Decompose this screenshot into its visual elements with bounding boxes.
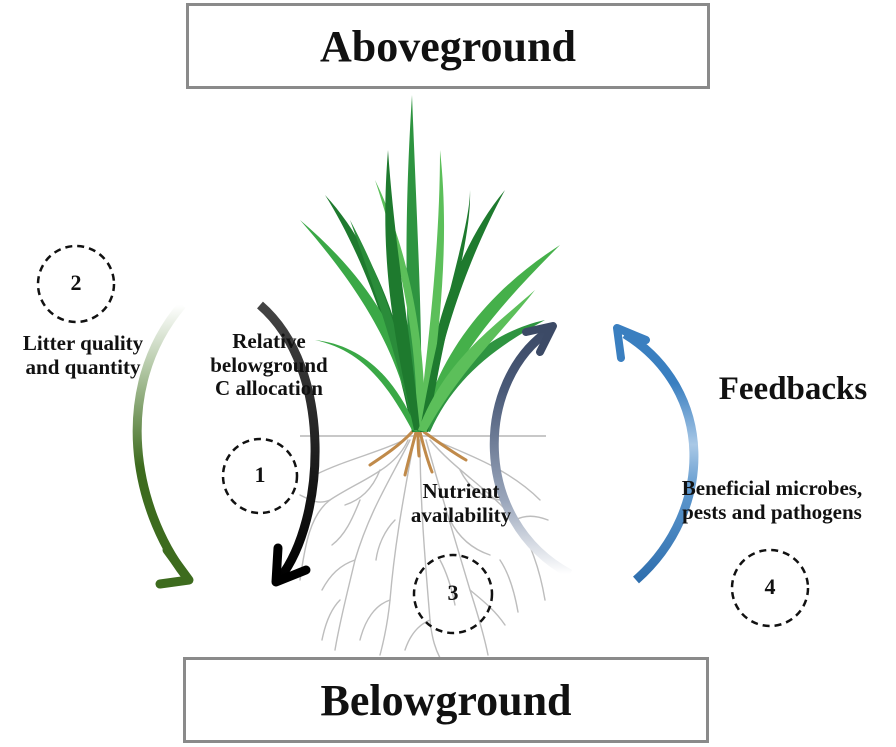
allocation-arrow — [257, 301, 320, 587]
microbes-label-line-2: pests and pathogens — [682, 499, 862, 524]
litter-label-line-2: and quantity — [25, 354, 141, 379]
nutrient-arrow — [489, 322, 573, 578]
nutrient-label-line-1: Nutrient — [422, 479, 500, 503]
aboveground-title: Aboveground — [320, 21, 576, 71]
belowground-title: Belowground — [320, 675, 572, 725]
belowground-box: Belowground — [183, 657, 709, 743]
marker-circle-3 — [412, 553, 494, 635]
litter-arrow — [132, 302, 194, 589]
aboveground-box: Aboveground — [186, 3, 710, 89]
allocation-label: Relative belowground C allocation — [184, 329, 354, 401]
plant-leaves — [300, 95, 560, 432]
marker-number-4: 4 — [764, 574, 776, 599]
litter-label-line-1: Litter quality — [22, 331, 144, 355]
feedback-arrow — [613, 324, 699, 584]
marker-circle-1 — [221, 437, 299, 515]
microbes-label: Beneficial microbes, pests and pathogens — [648, 476, 896, 524]
litter-label: Litter quality and quantity — [0, 331, 166, 379]
marker-circle-4 — [730, 548, 810, 628]
crown-roots — [368, 430, 468, 477]
marker-number-1: 1 — [254, 462, 266, 487]
allocation-label-line-3: C allocation — [215, 376, 323, 401]
marker-number-2: 2 — [70, 270, 82, 295]
marker-circle-2 — [36, 244, 116, 324]
feedbacks-label: Feedbacks — [718, 371, 868, 407]
microbes-label-line-1: Beneficial microbes, — [681, 476, 863, 500]
allocation-label-line-1: Relative — [232, 329, 306, 353]
nutrient-label: Nutrient availability — [396, 479, 526, 527]
nutrient-label-line-2: availability — [410, 502, 512, 527]
allocation-label-line-2: belowground — [210, 352, 328, 377]
marker-number-3: 3 — [447, 580, 459, 605]
plant-roots — [299, 439, 549, 659]
